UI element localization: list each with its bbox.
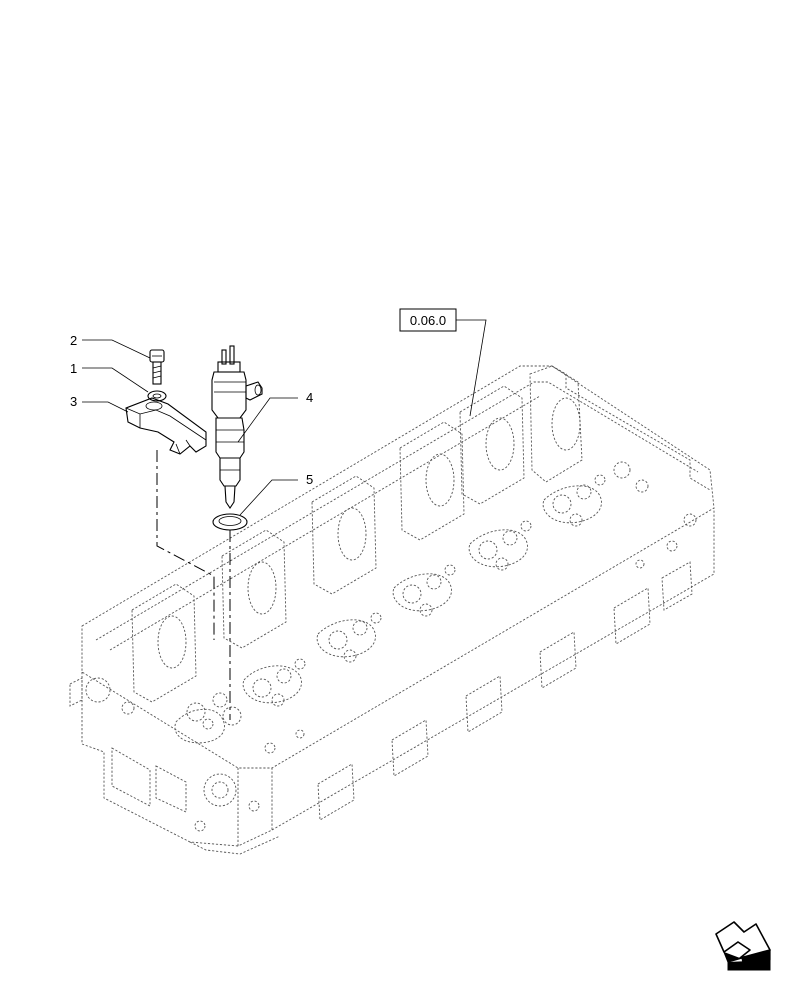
callout-5: 5	[306, 472, 313, 487]
washer	[147, 390, 167, 402]
callout-4: 4	[306, 390, 313, 405]
bolt	[149, 349, 165, 385]
reference-box[interactable]: 0.06.0	[399, 308, 457, 332]
callout-leaders	[82, 319, 487, 516]
assembly-axis-lines	[156, 450, 231, 720]
callout-2: 2	[70, 333, 77, 348]
fuel-injector	[211, 345, 263, 509]
callout-1: 1	[70, 361, 77, 376]
seal-ring	[212, 513, 248, 531]
reference-label: 0.06.0	[410, 313, 446, 328]
next-page-arrow-icon[interactable]	[715, 921, 771, 971]
cylinder-head-outline	[69, 365, 715, 855]
injector-clamp	[125, 397, 207, 455]
callout-3: 3	[70, 394, 77, 409]
